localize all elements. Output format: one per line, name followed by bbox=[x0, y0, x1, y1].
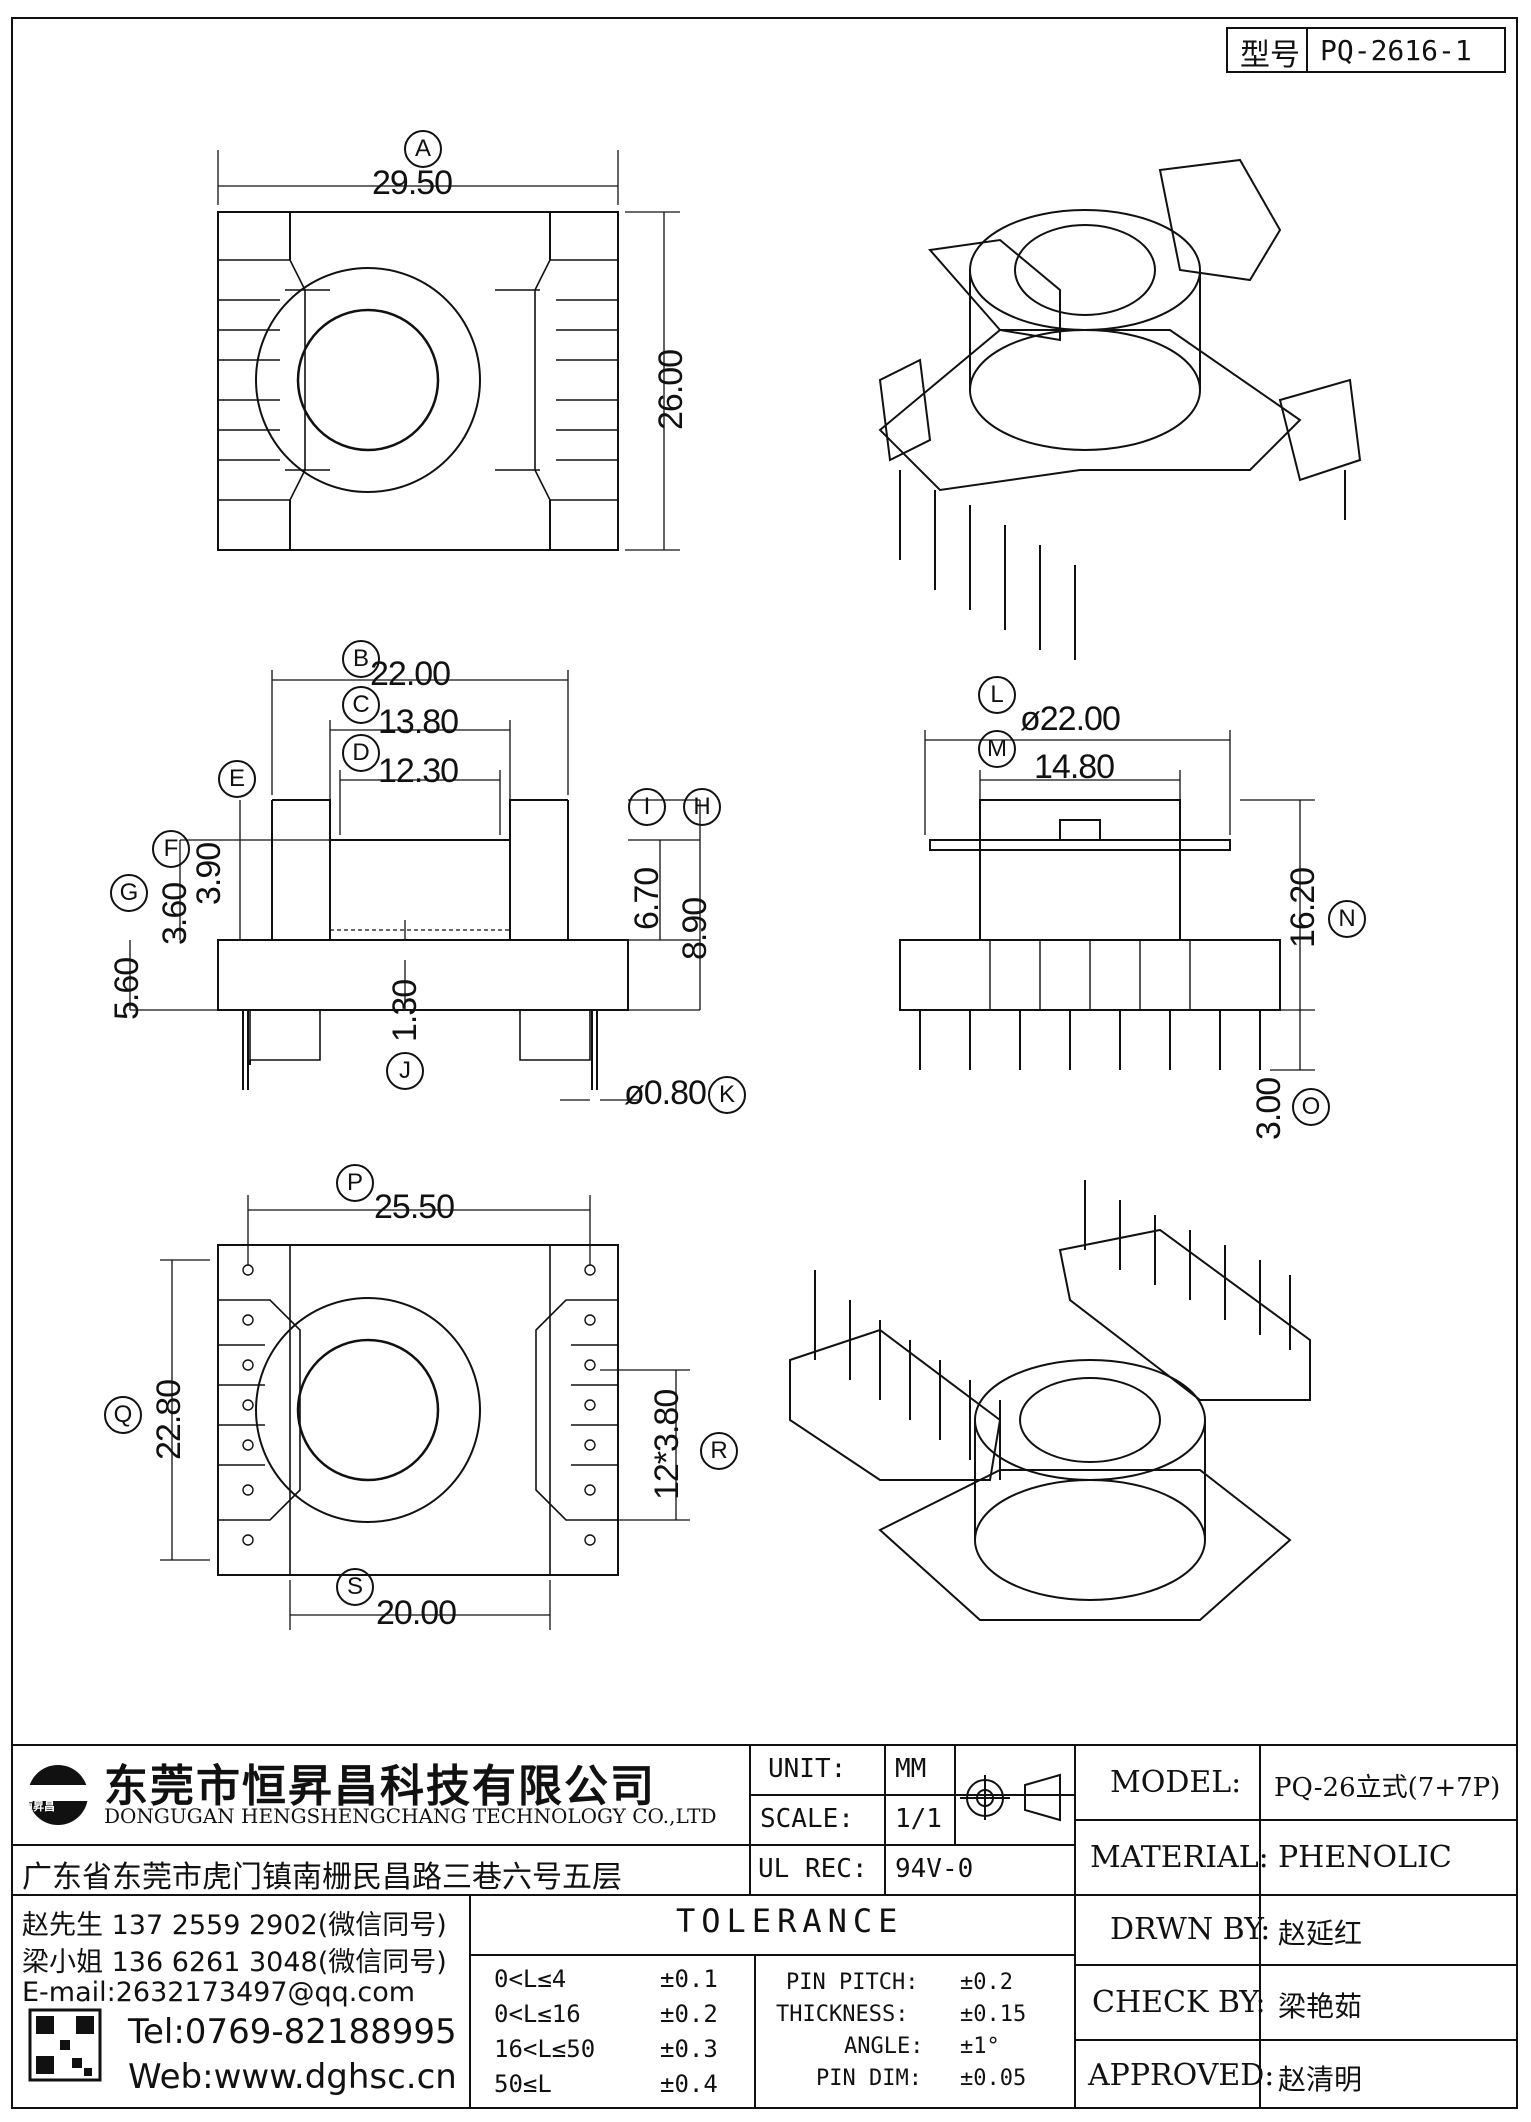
dim-p: 25.50 bbox=[374, 1188, 455, 1226]
callout-n: N bbox=[1328, 900, 1366, 938]
logo-text: 恒昇昌 bbox=[22, 1800, 55, 1813]
check-by-value: 梁艳茹 bbox=[1278, 1990, 1363, 2023]
callout-e: E bbox=[218, 760, 256, 798]
callout-l: L bbox=[978, 676, 1016, 714]
tol-value-1: ±0.1 bbox=[660, 1965, 718, 1993]
company-name-en: DONGUGAN HENGSHENGCHANG TECHNOLOGY CO.,L… bbox=[104, 1804, 717, 1828]
callout-s: S bbox=[336, 1568, 374, 1606]
callout-c: C bbox=[342, 686, 380, 724]
callout-b: B bbox=[342, 640, 380, 678]
tol-range-3: 16<L≤50 bbox=[494, 2035, 596, 2063]
dim-k: ø0.80 bbox=[624, 1074, 707, 1112]
contact-tel: Tel:0769-82188995 bbox=[128, 2012, 457, 2052]
model-label: MODEL: bbox=[1110, 1765, 1242, 1800]
unit-value: MM bbox=[895, 1754, 927, 1784]
ulrec-label: UL REC: bbox=[758, 1854, 868, 1884]
scale-label: SCALE: bbox=[760, 1804, 854, 1834]
header-box bbox=[1226, 27, 1506, 73]
top-view bbox=[217, 150, 680, 551]
callout-i: I bbox=[628, 788, 666, 826]
callout-m: M bbox=[978, 730, 1016, 768]
dim-l: ø22.00 bbox=[1020, 700, 1121, 738]
callout-f: F bbox=[152, 830, 190, 868]
dim-i: 6.70 bbox=[628, 867, 666, 930]
tol-value-4: ±0.4 bbox=[660, 2070, 718, 2098]
drawn-by-label: DRWN BY: bbox=[1110, 1912, 1271, 1947]
material-label: MATERIAL: bbox=[1090, 1840, 1269, 1875]
callout-h: H bbox=[683, 788, 721, 826]
tol-range-2: 0<L≤16 bbox=[494, 2000, 581, 2028]
callout-q: Q bbox=[104, 1396, 142, 1434]
type-label: 型号 bbox=[1240, 38, 1300, 73]
callout-j: J bbox=[386, 1052, 424, 1090]
dim-a: 29.50 bbox=[372, 164, 453, 202]
model-value: PQ-26立式(7+7P) bbox=[1274, 1773, 1501, 1803]
callout-o: O bbox=[1292, 1088, 1330, 1126]
dim-g: 5.60 bbox=[108, 957, 146, 1020]
dim-h: 8.90 bbox=[676, 897, 714, 960]
callout-a: A bbox=[404, 130, 442, 168]
company-name-cn: 东莞市恒昇昌科技有限公司 bbox=[104, 1761, 656, 1812]
dim-o: 3.00 bbox=[1250, 1077, 1288, 1140]
dim-m: 14.80 bbox=[1034, 748, 1115, 786]
spec-label-4: PIN DIM: bbox=[816, 2066, 922, 2091]
contact-1: 赵先生 137 2559 2902(微信同号) bbox=[22, 1910, 447, 1941]
spec-label-1: PIN PITCH: bbox=[786, 1970, 919, 1995]
dim-q: 22.80 bbox=[150, 1379, 188, 1460]
approved-value: 赵清明 bbox=[1278, 2063, 1363, 2096]
qr-code bbox=[28, 2008, 102, 2082]
part-number: PQ-2616-1 bbox=[1320, 34, 1472, 67]
contact-email: E-mail:2632173497@qq.com bbox=[22, 1977, 416, 2008]
dim-s: 20.00 bbox=[376, 1594, 457, 1632]
dim-c: 13.80 bbox=[378, 703, 459, 741]
drawing-frame bbox=[11, 17, 1518, 2109]
spec-label-3: ANGLE: bbox=[844, 2034, 924, 2059]
unit-label: UNIT: bbox=[768, 1754, 847, 1784]
material-value: PHENOLIC bbox=[1278, 1840, 1452, 1875]
tol-value-2: ±0.2 bbox=[660, 2000, 718, 2028]
dim-e: 3.90 bbox=[190, 842, 228, 905]
callout-p: P bbox=[336, 1164, 374, 1202]
side-view bbox=[899, 730, 1315, 1071]
dim-r: 12*3.80 bbox=[648, 1389, 686, 1500]
company-logo bbox=[28, 1765, 88, 1825]
dim-f: 3.60 bbox=[156, 882, 194, 945]
spec-value-4: ±0.05 bbox=[960, 2066, 1027, 2091]
front-view bbox=[129, 670, 701, 1101]
drawn-by-value: 赵延红 bbox=[1278, 1917, 1363, 1950]
dim-height-top: 26.00 bbox=[652, 349, 690, 430]
tol-range-1: 0<L≤4 bbox=[494, 1965, 567, 1993]
bottom-view bbox=[160, 1195, 690, 1630]
title-block bbox=[12, 1744, 1517, 2108]
dim-b: 22.00 bbox=[370, 655, 451, 693]
iso-view-bottom bbox=[789, 1180, 1311, 1621]
callout-g: G bbox=[110, 874, 148, 912]
tolerance-title: TOLERANCE bbox=[676, 1902, 904, 1940]
spec-value-1: ±0.2 bbox=[960, 1970, 1013, 1995]
check-by-label: CHECK BY: bbox=[1092, 1985, 1266, 2020]
scale-value: 1/1 bbox=[895, 1804, 942, 1834]
tol-value-3: ±0.3 bbox=[660, 2035, 718, 2063]
spec-label-2: THICKNESS: bbox=[776, 2002, 909, 2027]
dim-j: 1.30 bbox=[386, 979, 424, 1042]
callout-r: R bbox=[700, 1432, 738, 1470]
ulrec-value: 94V-0 bbox=[895, 1854, 974, 1884]
spec-value-2: ±0.15 bbox=[960, 2002, 1027, 2027]
contact-2: 梁小姐 136 6261 3048(微信同号) bbox=[22, 1947, 447, 1978]
company-address: 广东省东莞市虎门镇南栅民昌路三巷六号五层 bbox=[22, 1860, 622, 1895]
dim-d: 12.30 bbox=[378, 752, 459, 790]
approved-label: APPROVED: bbox=[1088, 2058, 1275, 2093]
spec-value-3: ±1° bbox=[960, 2034, 1000, 2059]
tol-range-4: 50≤L bbox=[494, 2070, 552, 2098]
contact-web: Web:www.dghsc.cn bbox=[128, 2057, 457, 2097]
dim-n: 16.20 bbox=[1284, 867, 1322, 948]
callout-k: K bbox=[708, 1076, 746, 1114]
callout-d: D bbox=[342, 734, 380, 772]
iso-view-top bbox=[878, 158, 1362, 660]
